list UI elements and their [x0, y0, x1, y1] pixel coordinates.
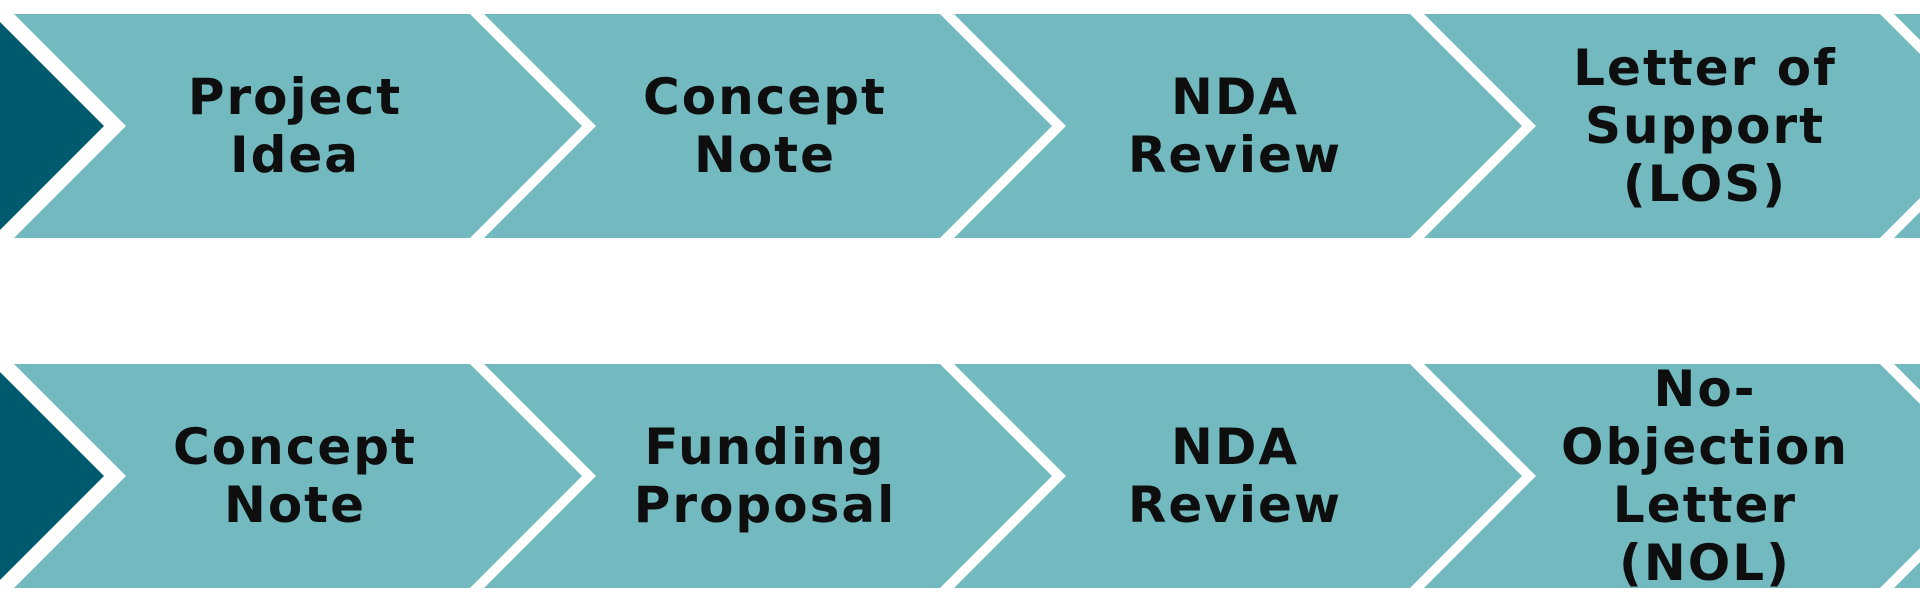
row1-chevron-3 — [954, 14, 1522, 238]
row2-chevron-1 — [14, 364, 582, 588]
row1-step4-label: Letter of Support (LOS) — [1573, 39, 1837, 213]
row2-chevron-3 — [954, 364, 1522, 588]
row1-chevron-2 — [484, 14, 1052, 238]
row1-chevron-1 — [14, 14, 582, 238]
row1-step2-label: Concept Note — [643, 68, 887, 184]
row1-step3-label: NDA Review — [1127, 68, 1343, 184]
row1-start-marker — [0, 22, 104, 230]
row2-chevron-2 — [484, 364, 1052, 588]
row2-step1-label: Concept Note — [173, 418, 417, 534]
row1-chevron-5 — [1894, 14, 1920, 238]
row2-start-marker — [0, 372, 104, 580]
row2-chevron-4 — [1424, 364, 1920, 588]
row2-chevron-5 — [1894, 364, 1920, 588]
row2-step2-label: Funding Proposal — [633, 418, 897, 534]
row1-chevron-4 — [1424, 14, 1920, 238]
row2-step3-label: NDA Review — [1127, 418, 1343, 534]
row1-step1-label: Project Idea — [187, 68, 403, 184]
row2-step4-label: No- Objection Letter (NOL) — [1561, 360, 1849, 592]
